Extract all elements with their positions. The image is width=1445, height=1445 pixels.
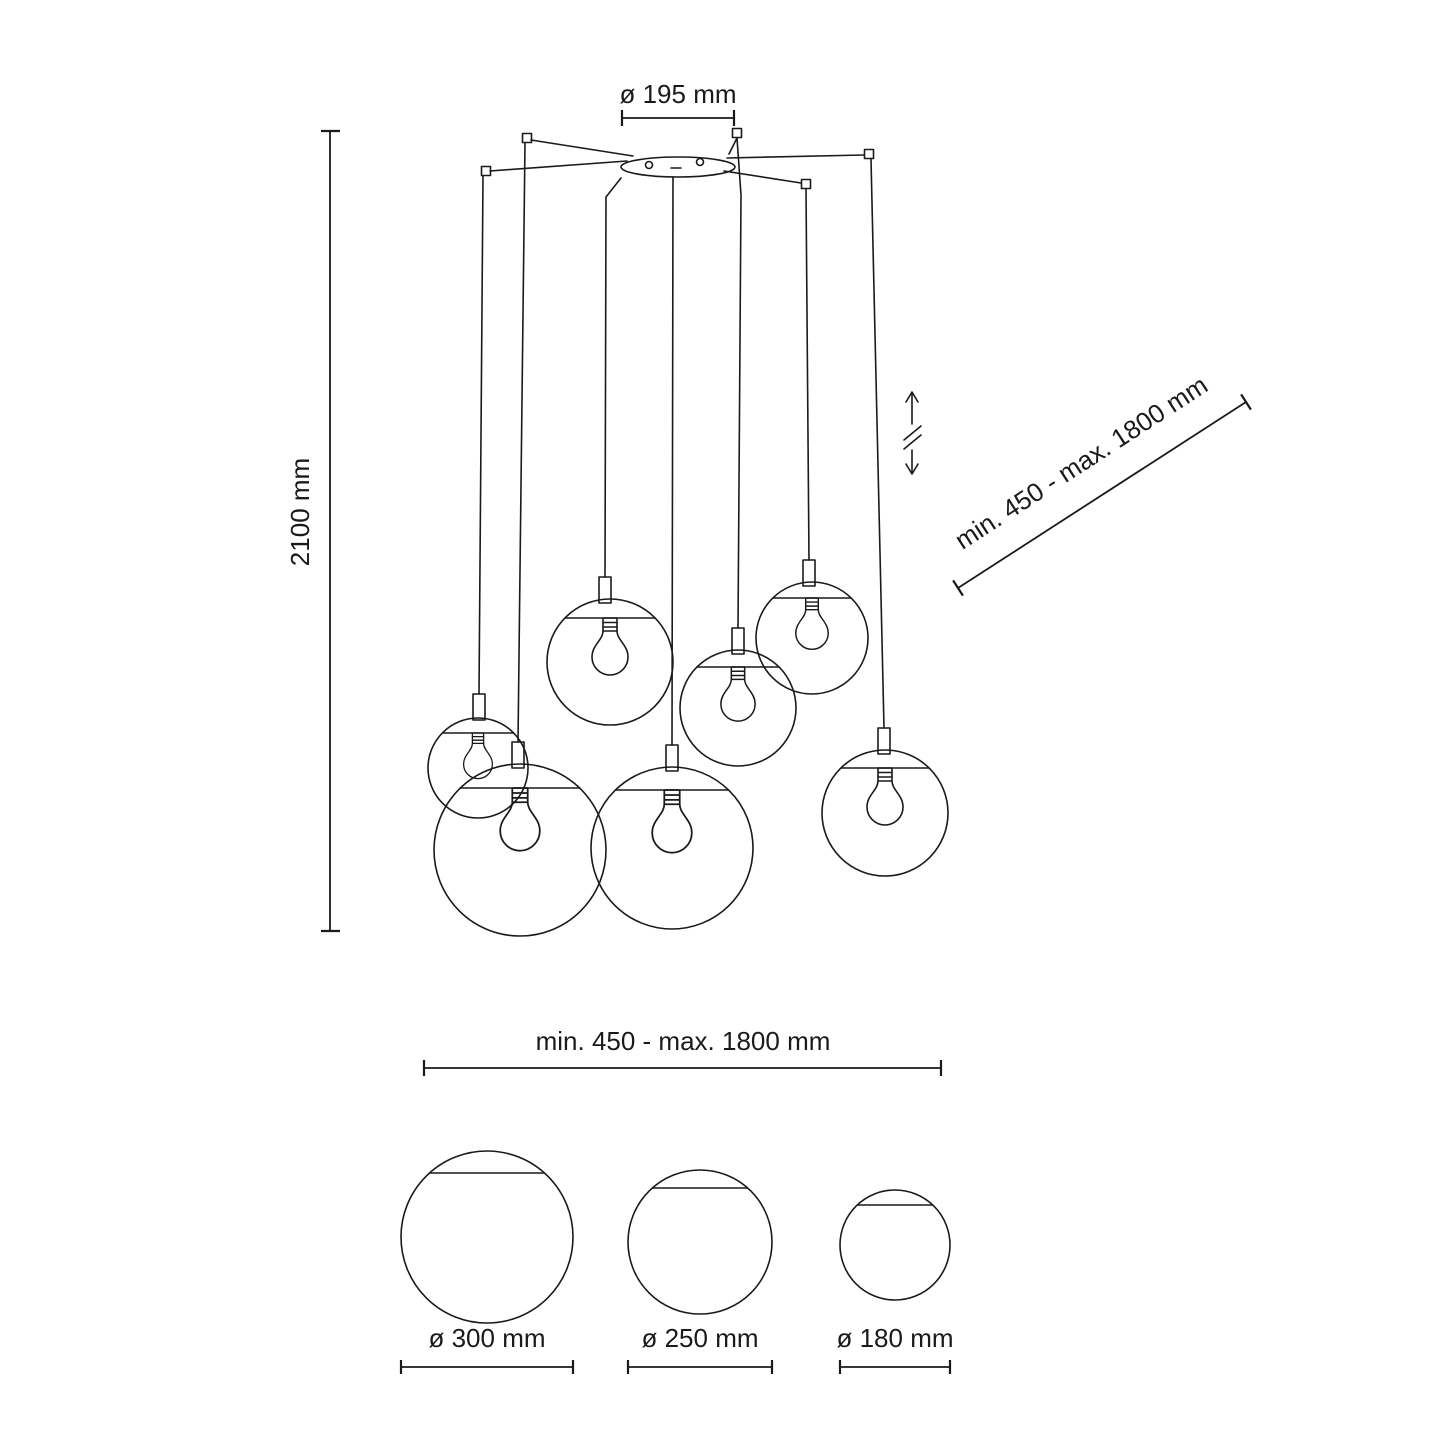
cord-hook	[480, 165, 492, 177]
pendant-globe	[590, 744, 754, 930]
drop-cord	[604, 177, 622, 578]
glass-globe	[427, 717, 529, 819]
socket-fitting	[598, 576, 612, 604]
suspension-dimension-line	[957, 401, 1247, 589]
height-label: 2100 mm	[285, 458, 315, 566]
socket-fitting	[731, 627, 745, 655]
light-bulb	[462, 732, 494, 780]
glass-globe	[821, 749, 949, 877]
shade-size: ø 300 mm	[399, 1150, 575, 1374]
cord	[723, 170, 802, 184]
canopy-screw	[644, 160, 654, 170]
pendant-globe	[546, 576, 674, 726]
glass-globe	[679, 649, 797, 767]
drop-cord	[517, 142, 526, 743]
socket-fitting	[665, 744, 679, 772]
pendant-globe	[433, 741, 607, 937]
light-bulb	[720, 666, 756, 722]
shade-circle	[627, 1169, 773, 1315]
shade-size: ø 250 mm	[626, 1169, 774, 1374]
socket-fitting	[511, 741, 525, 769]
socket-fitting	[472, 693, 486, 721]
shade-size-reference: ø 300 mm ø 250 mm ø 180 mm	[399, 1150, 954, 1374]
cord	[726, 154, 865, 159]
pendant-globe	[755, 559, 869, 695]
socket-fitting	[802, 559, 816, 587]
cord-hook	[521, 132, 533, 144]
light-bulb	[866, 767, 904, 826]
light-bulb	[591, 617, 629, 676]
pendant-globe	[427, 693, 529, 819]
height-dimension: 2100 mm	[285, 129, 340, 933]
shade-circle	[400, 1150, 574, 1324]
light-bulb	[651, 789, 693, 854]
shade-size-label: ø 250 mm	[641, 1323, 758, 1353]
cord	[530, 139, 634, 157]
cord-hook	[800, 178, 812, 190]
shade-size-label: ø 300 mm	[428, 1323, 545, 1353]
cord	[728, 137, 738, 155]
glass-globe	[433, 763, 607, 937]
cord-hook	[863, 148, 875, 160]
shade-size-label: ø 180 mm	[836, 1323, 953, 1353]
glass-globe	[590, 766, 754, 930]
suspension-range-label: min. 450 - max. 1800 mm	[949, 370, 1213, 556]
suspension-dimension: min. 450 - max. 1800 mm	[949, 370, 1252, 597]
shade-circle	[839, 1189, 951, 1301]
socket-fitting	[877, 727, 891, 755]
canopy-dimension: ø 195 mm	[619, 79, 737, 126]
drop-cord	[478, 175, 484, 695]
shade-size: ø 180 mm	[836, 1189, 954, 1374]
light-bulb	[795, 597, 829, 651]
drop-cord	[870, 158, 885, 729]
glass-globe	[755, 581, 869, 695]
height-adjust-arrows-icon	[903, 391, 922, 475]
pendant-globe	[679, 627, 797, 767]
pendant-globes	[427, 559, 949, 937]
drop-cord	[805, 188, 810, 561]
ceiling-canopy	[620, 156, 736, 178]
canopy-screw	[695, 157, 705, 167]
cord-hook	[731, 127, 743, 139]
drop-cord	[736, 137, 742, 629]
pendant-globe	[821, 727, 949, 877]
glass-globe	[546, 598, 674, 726]
suspension-cords	[478, 127, 885, 746]
spread-dimension: min. 450 - max. 1800 mm	[422, 1026, 943, 1076]
spread-range-label: min. 450 - max. 1800 mm	[536, 1026, 831, 1056]
cord	[489, 160, 628, 172]
canopy-diameter-label: ø 195 mm	[619, 79, 736, 109]
light-bulb	[499, 787, 541, 852]
canopy-plate	[620, 156, 736, 178]
